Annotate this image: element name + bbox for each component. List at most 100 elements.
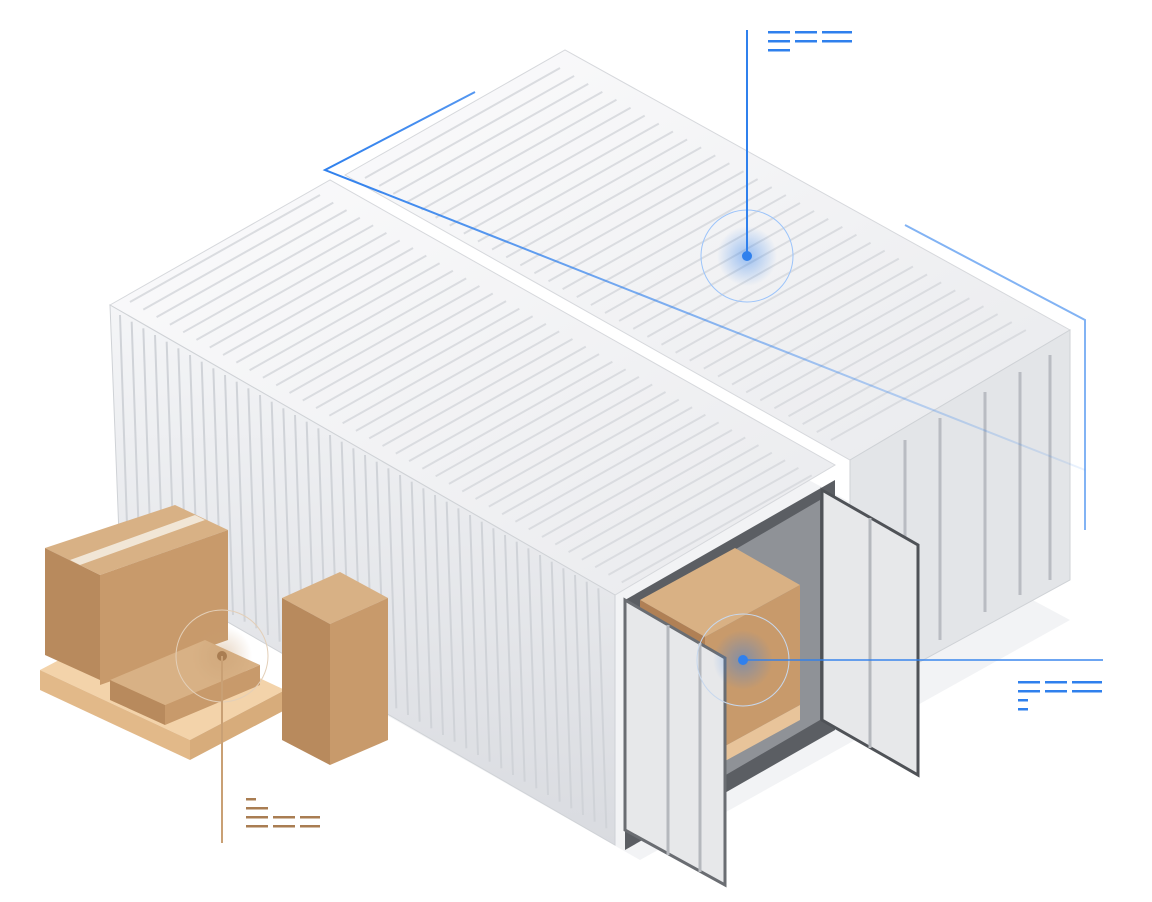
label-dash bbox=[1045, 681, 1067, 684]
rib bbox=[119, 314, 129, 556]
label-dash bbox=[246, 798, 256, 801]
label-dash bbox=[300, 816, 320, 819]
rib bbox=[235, 381, 246, 622]
label-dash bbox=[822, 31, 852, 34]
rib bbox=[129, 194, 321, 303]
rib bbox=[788, 305, 985, 418]
rib bbox=[342, 315, 534, 425]
rib bbox=[461, 383, 653, 493]
label-dash bbox=[795, 31, 817, 34]
rib bbox=[434, 494, 444, 736]
rib bbox=[247, 388, 258, 629]
rib bbox=[618, 210, 815, 322]
rib bbox=[449, 114, 646, 227]
rib bbox=[594, 459, 786, 569]
rib bbox=[477, 130, 674, 243]
rib bbox=[519, 154, 716, 267]
rib bbox=[408, 353, 600, 463]
rib bbox=[182, 224, 374, 334]
rib bbox=[448, 376, 640, 485]
rib bbox=[585, 581, 596, 822]
roof-corrugation bbox=[129, 67, 1027, 584]
rib bbox=[288, 285, 480, 394]
cardboard-box-large bbox=[45, 505, 228, 685]
rib bbox=[514, 413, 706, 523]
sensor-label-placeholder bbox=[1018, 681, 1102, 711]
rib bbox=[548, 170, 745, 283]
container-door-left bbox=[623, 597, 727, 888]
rib bbox=[675, 241, 872, 354]
rib bbox=[395, 345, 587, 455]
rib bbox=[378, 75, 575, 187]
label-dash bbox=[273, 825, 295, 828]
label-dash bbox=[1072, 681, 1102, 684]
rib bbox=[392, 83, 589, 195]
container-door-right bbox=[820, 487, 920, 778]
rib bbox=[562, 178, 759, 291]
rib bbox=[533, 162, 730, 275]
rib bbox=[562, 568, 573, 809]
rib bbox=[410, 481, 421, 722]
sensor-label-placeholder bbox=[246, 798, 320, 828]
rib bbox=[816, 321, 1013, 433]
rib bbox=[364, 67, 561, 179]
rib bbox=[607, 466, 799, 576]
rib bbox=[550, 561, 561, 802]
rib bbox=[480, 521, 491, 762]
rib bbox=[262, 269, 454, 379]
sensor-label-placeholder bbox=[768, 31, 852, 52]
highlight-outline bbox=[322, 91, 1086, 530]
rib bbox=[387, 468, 398, 709]
rib bbox=[224, 374, 234, 616]
rib bbox=[463, 122, 660, 235]
rib bbox=[435, 368, 627, 478]
rib bbox=[528, 421, 720, 531]
rib bbox=[703, 257, 900, 370]
rib bbox=[576, 186, 773, 298]
rib bbox=[488, 398, 680, 508]
rib bbox=[445, 501, 456, 742]
rib bbox=[315, 300, 507, 409]
label-dash bbox=[1072, 690, 1102, 693]
rib bbox=[830, 329, 1027, 441]
rib bbox=[717, 265, 914, 378]
top-container-sensor bbox=[700, 30, 794, 303]
rib bbox=[420, 98, 617, 211]
rib bbox=[574, 574, 584, 816]
rib bbox=[275, 277, 467, 387]
rib bbox=[504, 534, 514, 776]
rib bbox=[195, 232, 387, 341]
rib bbox=[169, 216, 361, 326]
rib bbox=[501, 406, 693, 516]
rib bbox=[802, 313, 999, 426]
rib bbox=[539, 554, 549, 796]
label-dash bbox=[768, 31, 790, 34]
label-dash bbox=[1045, 690, 1067, 693]
label-dash bbox=[1018, 690, 1040, 693]
rib bbox=[475, 391, 667, 500]
rib bbox=[156, 209, 348, 319]
label-dash bbox=[1018, 708, 1028, 711]
rib bbox=[142, 201, 334, 311]
label-dash bbox=[768, 49, 790, 52]
rib bbox=[689, 249, 886, 362]
rib bbox=[568, 444, 760, 553]
label-dash bbox=[1018, 699, 1028, 702]
rib bbox=[491, 138, 688, 251]
label-dash bbox=[273, 816, 295, 819]
label-dash bbox=[768, 40, 790, 43]
rib bbox=[235, 254, 427, 364]
rib bbox=[249, 262, 441, 372]
rib bbox=[399, 474, 409, 716]
rib bbox=[773, 297, 970, 410]
rib bbox=[759, 289, 956, 402]
rib bbox=[368, 330, 560, 440]
label-dash bbox=[1018, 681, 1040, 684]
label-dash bbox=[300, 825, 320, 828]
rib bbox=[581, 451, 773, 561]
rib bbox=[222, 247, 414, 356]
rib bbox=[457, 508, 468, 749]
pallet-sensor bbox=[175, 609, 269, 843]
label-dash bbox=[246, 816, 268, 819]
